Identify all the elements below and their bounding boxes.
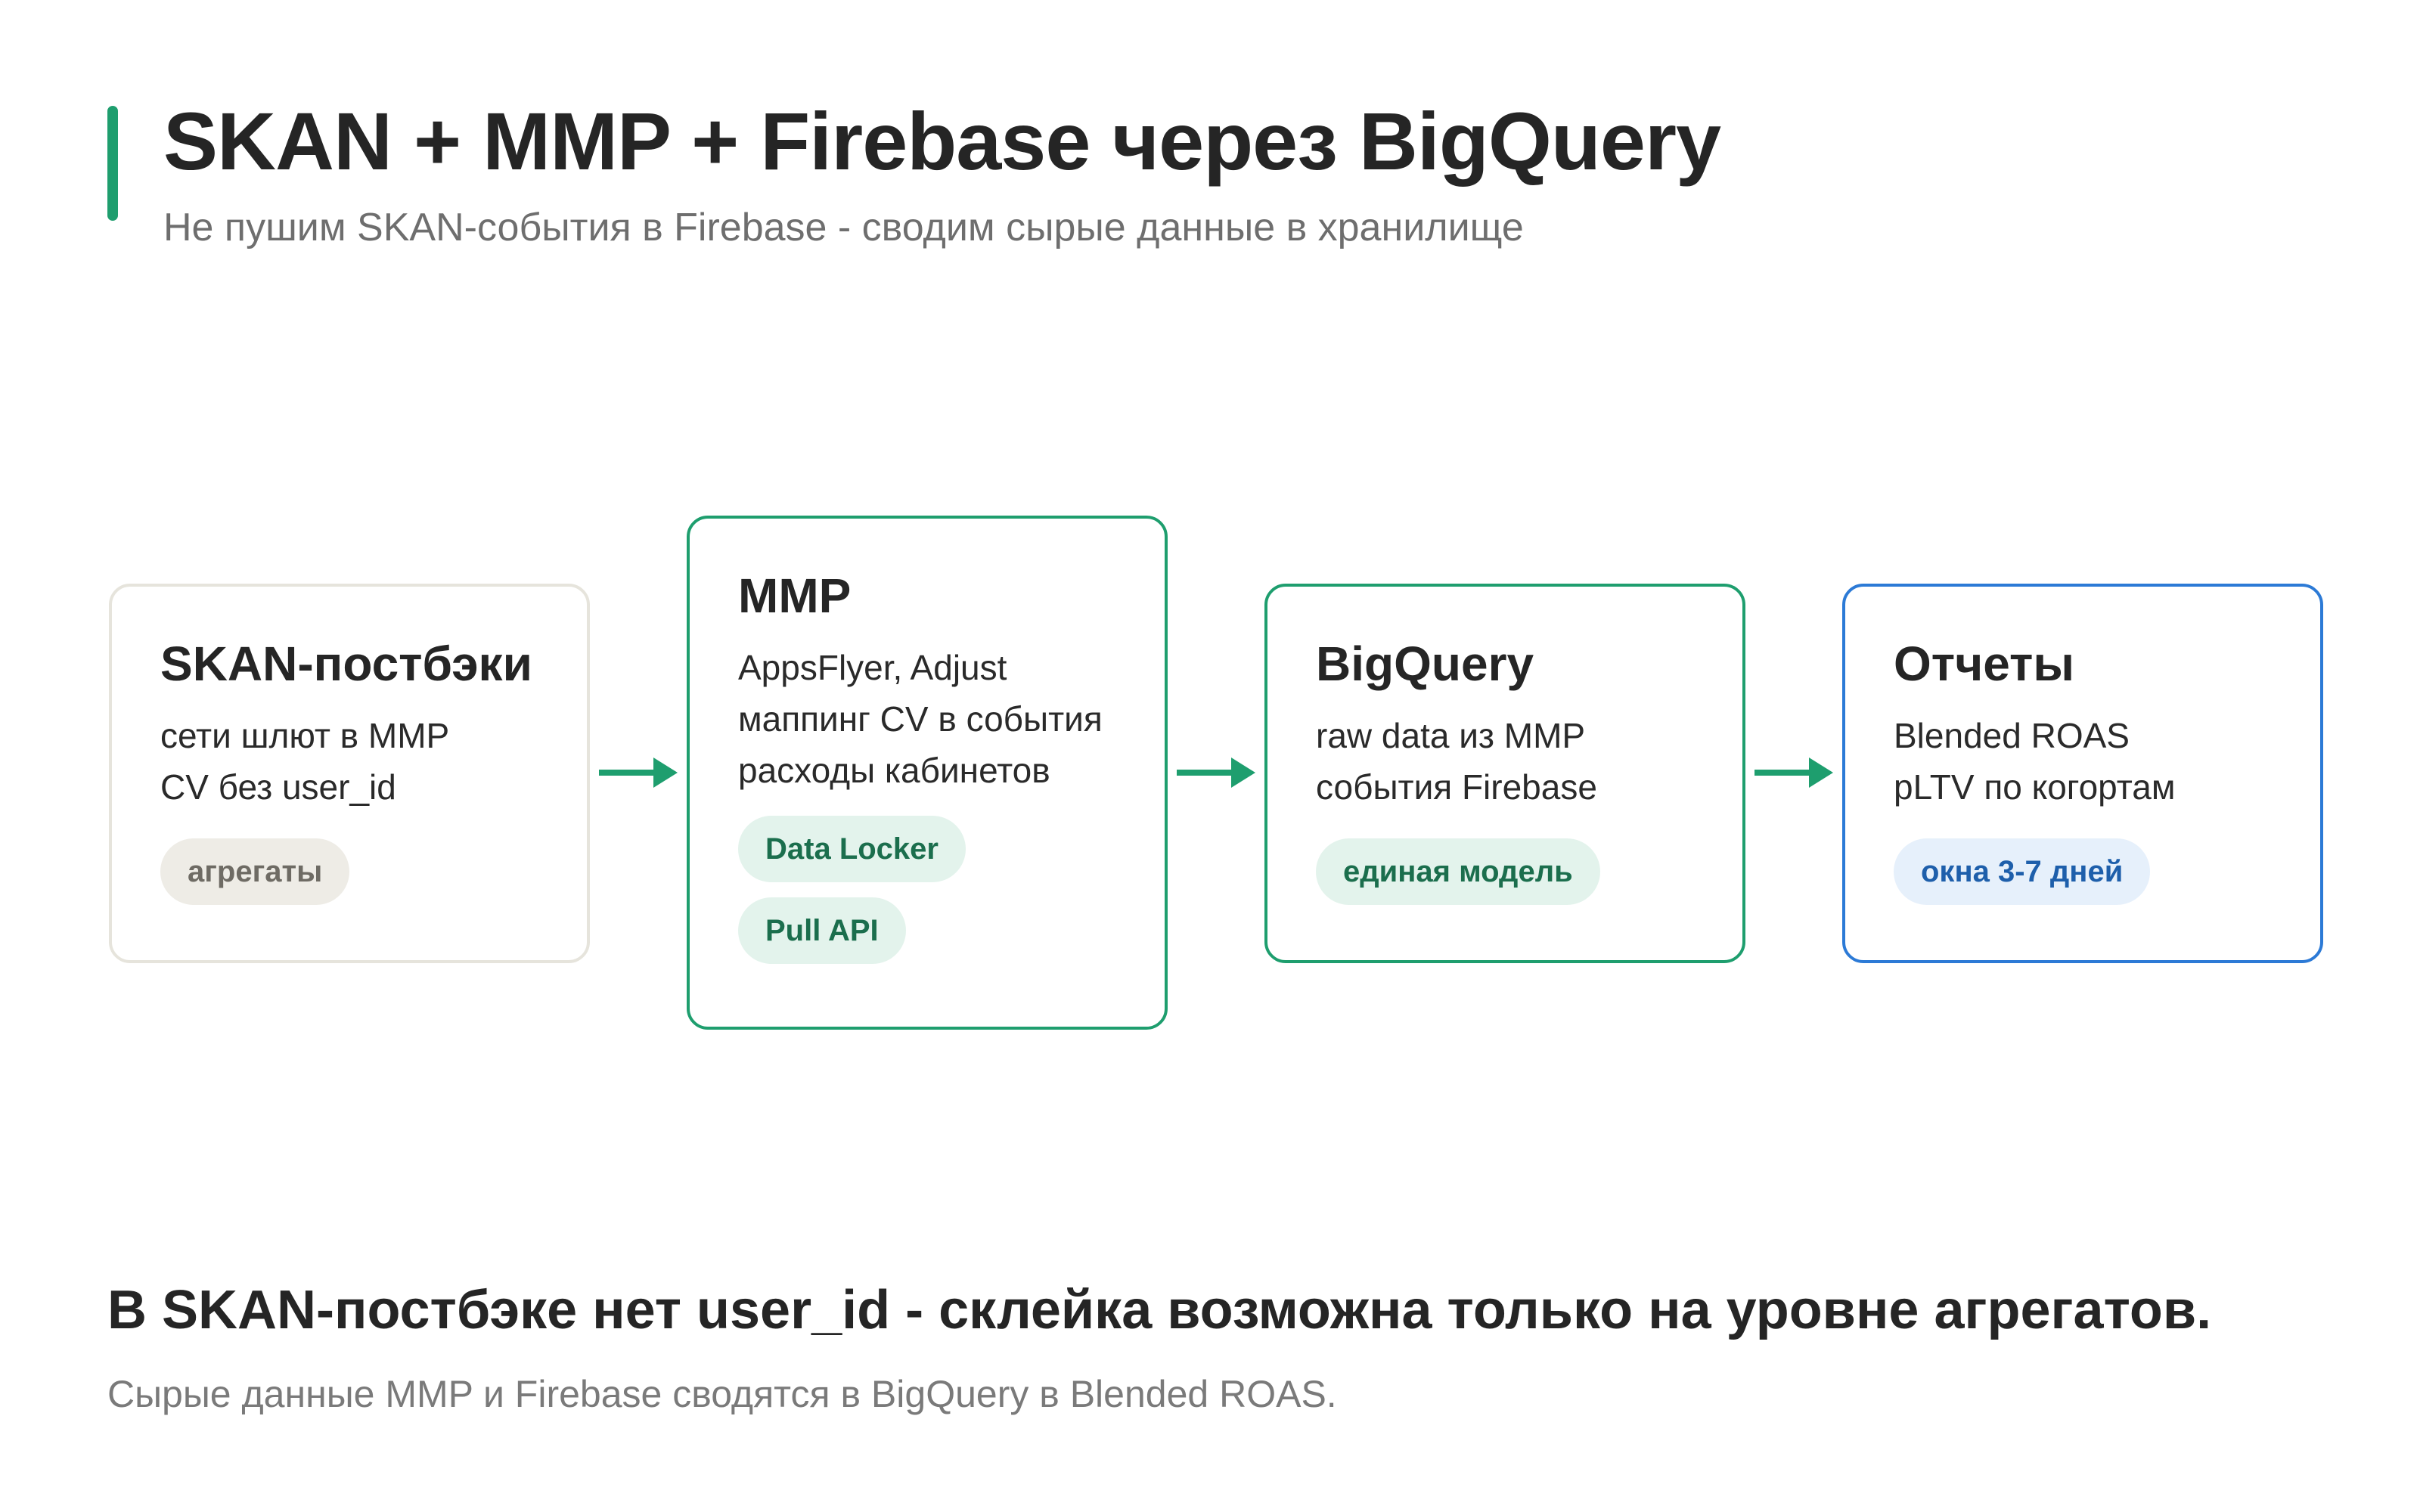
tag-pill: Data Locker [738, 815, 966, 882]
node-line: сети шлют в MMP [160, 715, 450, 755]
node-line: pLTV по когортам [1894, 767, 2176, 807]
flow-node-reports: Отчеты Blended ROAS pLTV по когортам окн… [1842, 584, 2323, 963]
flow-node-bigquery: BigQuery raw data из MMP события Firebas… [1264, 584, 1745, 963]
arrow-right-icon [599, 758, 678, 788]
node-line: CV без user_id [160, 767, 396, 807]
node-line: события Firebase [1316, 767, 1597, 807]
node-title: BigQuery [1316, 637, 1534, 691]
node-line: AppsFlyer, Adjust [738, 647, 1007, 687]
node-line: raw data из MMP [1316, 715, 1586, 755]
flow-node-mmp: MMP AppsFlyer, Adjust маппинг CV в событ… [687, 516, 1168, 1030]
node-title: Отчеты [1894, 637, 2075, 691]
tag-pill: Pull API [738, 897, 906, 964]
title-accent-bar [107, 106, 118, 221]
node-line: маппинг CV в события [738, 699, 1103, 739]
node-line: расходы кабинетов [738, 750, 1050, 790]
tag-pill: агрегаты [160, 838, 350, 905]
arrow-right-icon [1754, 758, 1833, 788]
node-line: Blended ROAS [1894, 715, 2130, 755]
page-subtitle: Не пушим SKAN-события в Firebase - своди… [163, 206, 1524, 249]
node-title: SKAN-постбэки [160, 637, 532, 691]
flow-node-skan: SKAN-постбэки сети шлют в MMP CV без use… [109, 584, 590, 963]
arrow-right-icon [1177, 758, 1255, 788]
footer-takeaway: В SKAN-постбэке нет user_id - склейка во… [107, 1280, 2212, 1340]
node-title: MMP [738, 569, 852, 623]
page-title: SKAN + MMP + Firebase через BigQuery [163, 95, 1721, 187]
tag-pill: окна 3-7 дней [1894, 838, 2151, 905]
footer-note: Сырые данные MMP и Firebase сводятся в B… [107, 1373, 1337, 1415]
tag-pill: единая модель [1316, 838, 1600, 905]
